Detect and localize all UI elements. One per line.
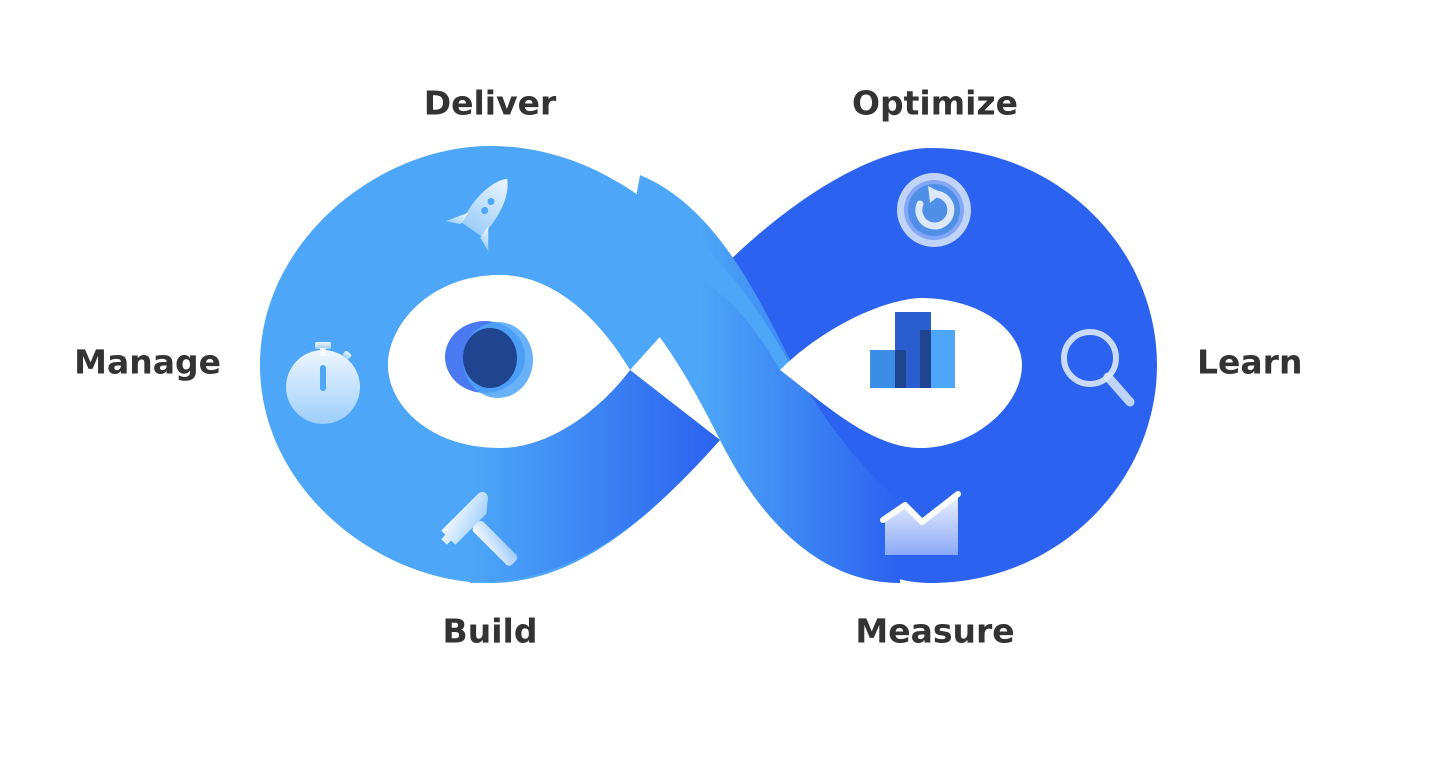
blob-logo-icon — [445, 321, 533, 398]
stopwatch-icon — [286, 342, 360, 424]
stage-label-learn: Learn — [1197, 342, 1303, 382]
refresh-icon — [897, 173, 971, 247]
trend-chart-icon — [880, 491, 961, 555]
stage-label-deliver: Deliver — [423, 83, 557, 123]
rocket-icon — [445, 178, 508, 251]
hammer-icon — [441, 491, 518, 566]
left-loop-gradient — [470, 370, 720, 583]
magnifier-icon — [1061, 329, 1135, 407]
stage-label-build: Build — [442, 611, 538, 651]
crossing-band — [620, 175, 900, 583]
bar-chart-logo-icon — [870, 312, 955, 388]
stage-label-manage: Manage — [74, 342, 221, 382]
stage-label-measure: Measure — [855, 611, 1015, 651]
stage-label-optimize: Optimize — [851, 83, 1019, 123]
